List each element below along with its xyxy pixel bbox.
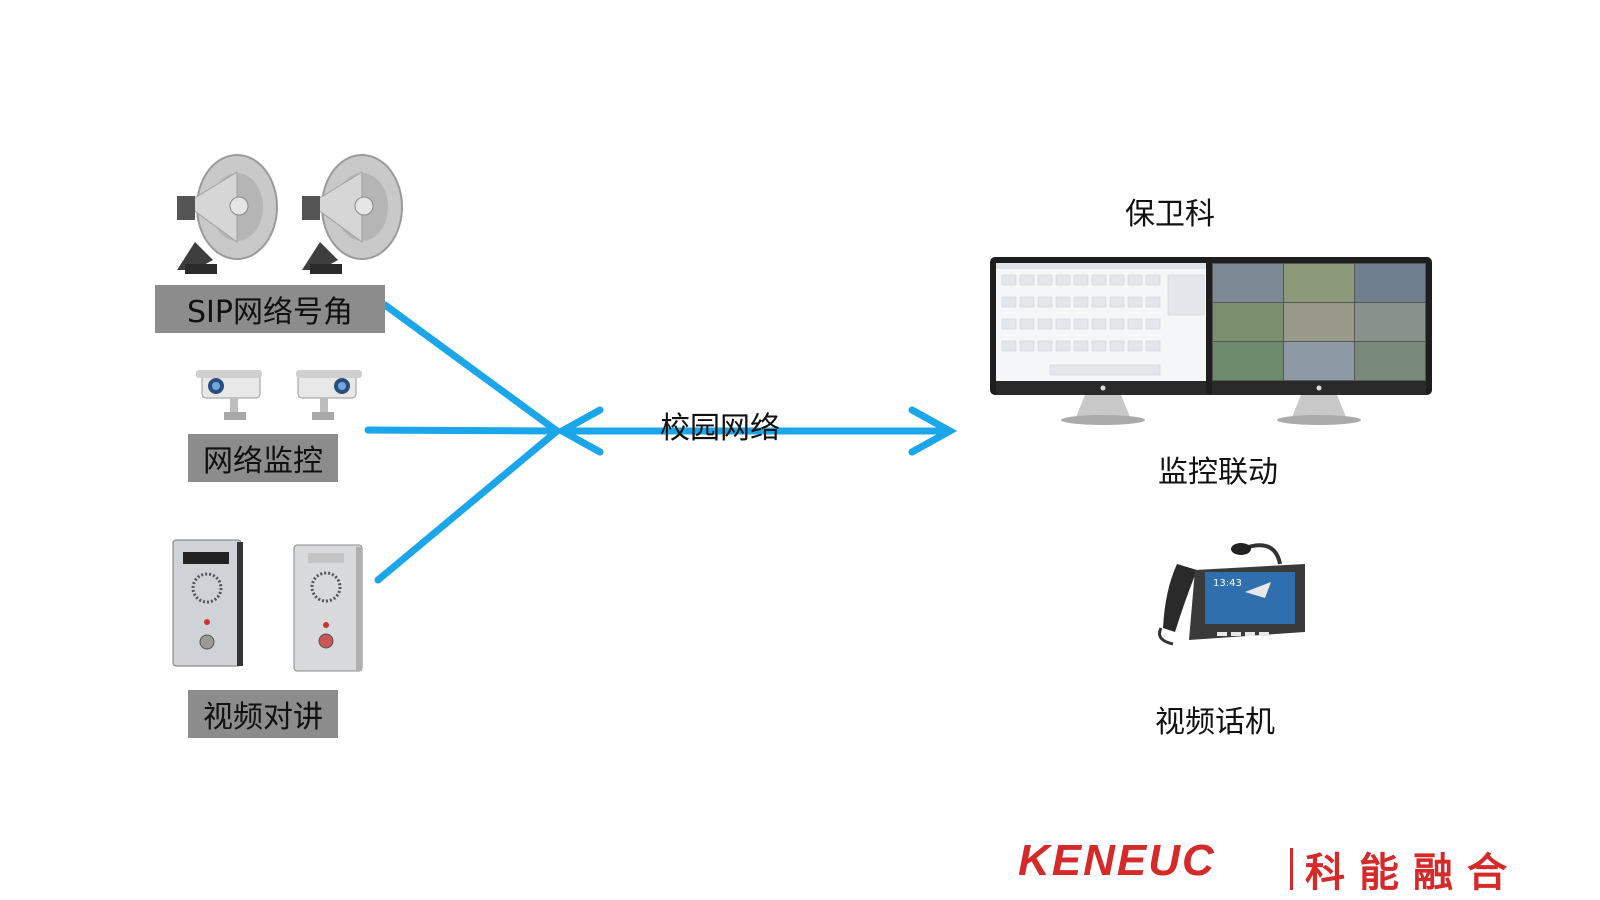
intercom-label: 视频对讲 xyxy=(188,690,338,738)
brand-logo-latin: KENEUC xyxy=(1018,836,1216,885)
arrow-head-right xyxy=(908,406,958,456)
monitor-label: 监控联动 xyxy=(1158,455,1278,490)
security-label: 保卫科 xyxy=(1125,197,1215,232)
horn-speaker-icon xyxy=(177,154,278,274)
monitor-left-icon xyxy=(990,257,1216,425)
network-label: 校园网络 xyxy=(660,411,780,446)
horn-label: SIP网络号角 xyxy=(155,285,385,333)
network-camera-icon xyxy=(296,370,362,420)
camera-label: 网络监控 xyxy=(188,434,338,482)
arrow-head-left xyxy=(554,406,604,456)
horn-speaker-icon xyxy=(302,154,403,274)
video-intercom-icon xyxy=(172,539,243,667)
connector-camera xyxy=(364,426,561,435)
brand-logo-chinese: 科能融合 xyxy=(1305,850,1521,896)
monitor-right-icon xyxy=(1206,257,1432,425)
network-camera-icon xyxy=(196,370,262,420)
connector-intercom xyxy=(374,427,561,584)
phone-screen-time: 13:43 xyxy=(1213,578,1242,589)
video-phone-icon: 13:43 xyxy=(1158,543,1305,646)
brand-divider xyxy=(1290,848,1293,890)
phone-label: 视频话机 xyxy=(1155,705,1275,740)
video-intercom-icon xyxy=(293,544,363,672)
connector-horn xyxy=(381,301,561,435)
